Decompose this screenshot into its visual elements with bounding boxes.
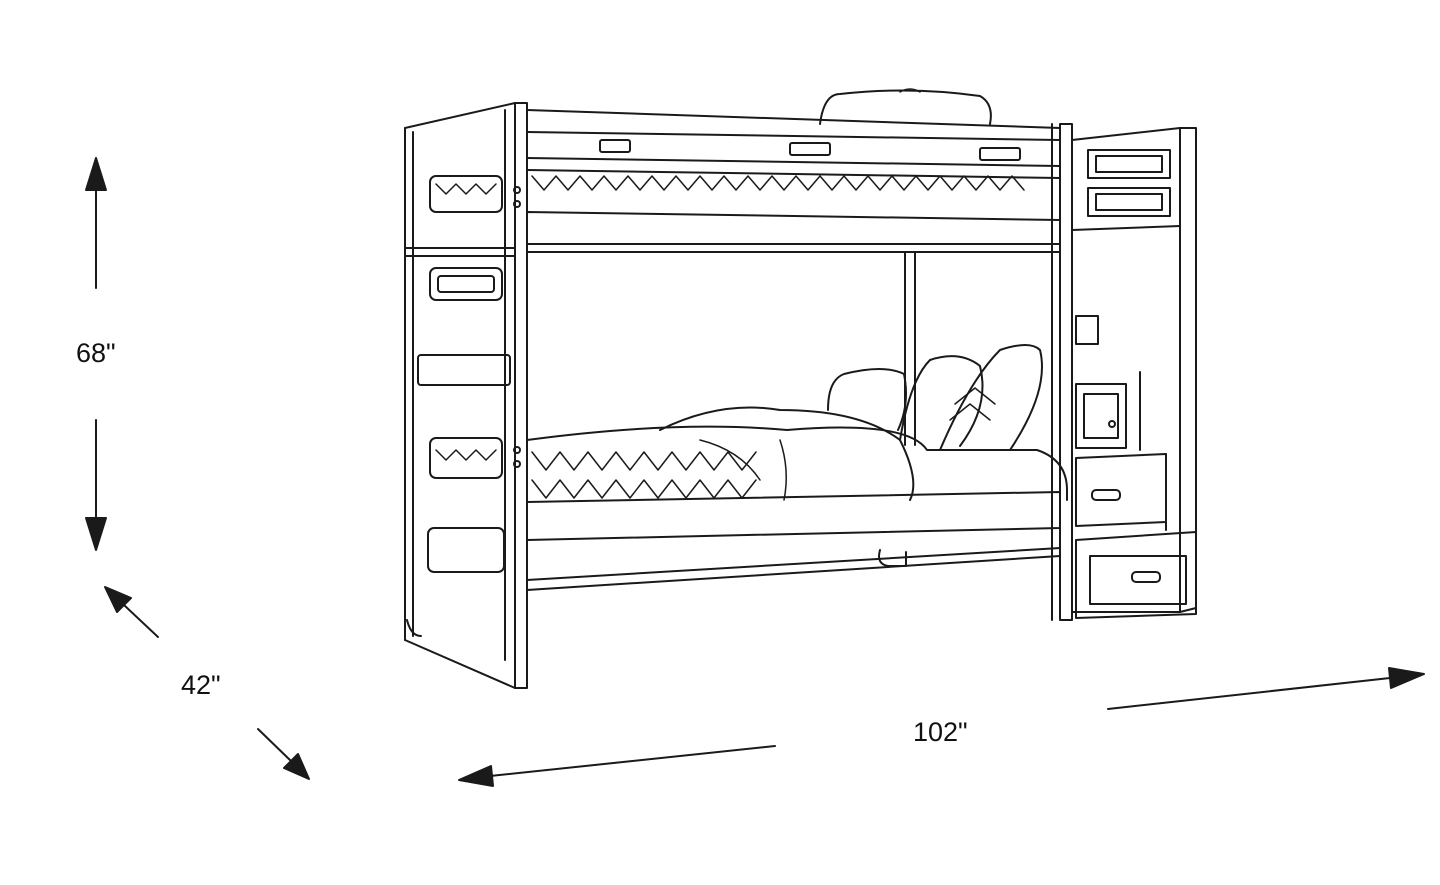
height-arrow	[85, 157, 107, 551]
top-bunk	[526, 88, 1061, 253]
depth-dimension-label: 42"	[181, 670, 221, 700]
bottom-bunk	[526, 344, 1068, 591]
depth-arrow	[104, 586, 310, 780]
right-post	[1051, 123, 1073, 621]
height-dimension-label: 68"	[76, 338, 116, 368]
back-panel	[904, 251, 916, 446]
stair-unit	[1071, 127, 1197, 619]
width-dimension-label: 102"	[913, 717, 968, 747]
width-arrow	[458, 667, 1425, 787]
bunk-bed	[404, 88, 1197, 689]
left-end-panel	[404, 102, 528, 689]
